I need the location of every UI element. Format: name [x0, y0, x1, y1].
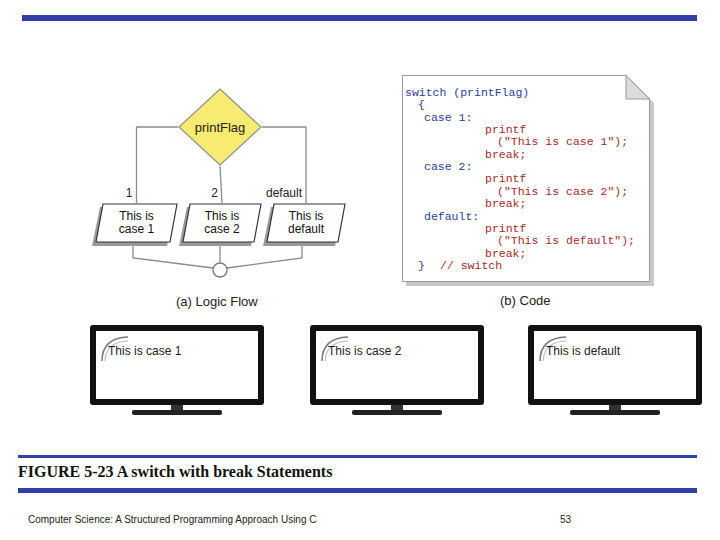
monitor-neck: [171, 405, 183, 410]
monitor-base: [132, 410, 222, 415]
decision-diamond: printFlag: [178, 88, 262, 166]
box-text-holder: This is default: [266, 203, 346, 243]
code-line: break;: [485, 149, 526, 161]
flow-line: [262, 127, 306, 203]
part-caption: (a) Logic Flow: [176, 294, 258, 309]
process-box: This is case 2: [182, 203, 262, 243]
page-number: 53: [560, 514, 571, 525]
code-line: break;: [485, 248, 526, 260]
monitor-stands: [132, 405, 660, 415]
screen-output: This is default: [546, 344, 620, 358]
box-text-holder: This is case 1: [95, 203, 178, 243]
merge-line: [133, 243, 213, 268]
code-page: switch (printFlag){case 1:printf("This i…: [402, 75, 650, 282]
code-line: case 1:: [424, 112, 472, 124]
monitor-neck: [609, 405, 621, 410]
page-fold: [626, 76, 650, 100]
flow-line: [220, 166, 222, 203]
case-label: default: [266, 186, 302, 200]
box-shape: [267, 204, 345, 242]
monitor-base: [352, 410, 442, 415]
screen-swooshes: [102, 337, 566, 361]
box-shape: [96, 204, 177, 242]
monitor-screen: This is case 1: [90, 325, 264, 405]
code-line: ("This is case 1");: [497, 136, 628, 148]
screen-output: This is case 2: [328, 344, 401, 358]
code-line: {: [418, 99, 425, 111]
process-label: This is case 2: [193, 210, 251, 236]
part-caption: (b) Code: [500, 293, 551, 308]
box-text-holder: This is case 2: [182, 203, 262, 243]
merge-line: [227, 243, 302, 268]
process-box: This is default: [266, 203, 346, 243]
process-label: This is case 1: [108, 210, 166, 236]
process-box: This is case 1: [95, 203, 178, 243]
monitor-neck: [391, 405, 403, 410]
page-shape: [403, 76, 650, 282]
caption-rule: [18, 455, 697, 458]
code-line: printf: [485, 173, 526, 185]
code-line: break;: [485, 198, 526, 210]
case-label: 1: [126, 186, 133, 200]
code-line: default:: [424, 211, 479, 223]
code-line: switch (printFlag): [405, 87, 529, 99]
decision-label: printFlag: [195, 120, 246, 135]
monitor-screen: This is case 2: [310, 325, 484, 405]
code-line: printf: [485, 223, 526, 235]
footer-text: Computer Science: A Structured Programmi…: [28, 514, 316, 525]
flow-line: [137, 127, 179, 203]
code-line: }: [418, 260, 425, 272]
diamond-text-holder: printFlag: [178, 88, 262, 166]
monitor-screen: This is default: [528, 325, 702, 405]
screen-output: This is case 1: [108, 344, 181, 358]
code-line: ("This is default");: [497, 235, 635, 247]
code-line: printf: [485, 124, 526, 136]
connector-circle: [213, 263, 227, 277]
process-label: This is default: [277, 210, 335, 236]
monitor-base: [570, 410, 660, 415]
diamond-shape: [179, 89, 261, 165]
code-line: // switch: [440, 260, 502, 272]
caption-rule: [18, 488, 697, 493]
box-shape: [183, 204, 261, 242]
code-line: ("This is case 2");: [497, 186, 628, 198]
case-label: 2: [211, 186, 218, 200]
code-line: case 2:: [424, 161, 472, 173]
figure-caption: FIGURE 5-23 A switch with break Statemen…: [18, 463, 332, 481]
top-bar: [22, 15, 697, 21]
